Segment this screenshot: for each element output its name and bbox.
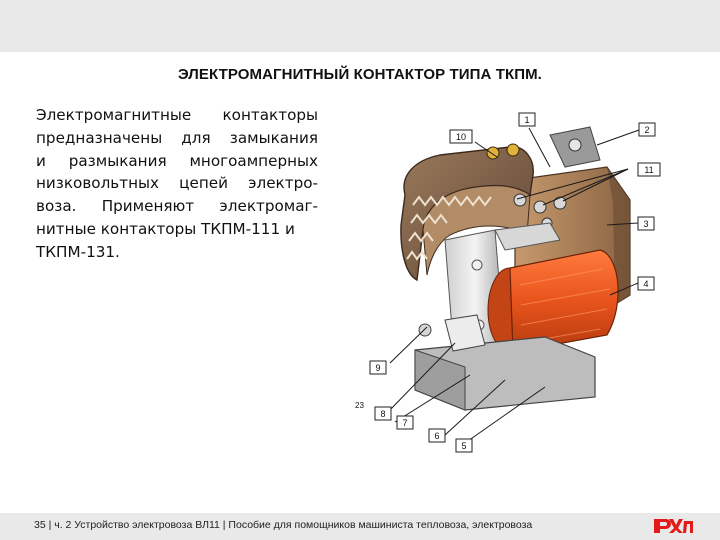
terminal-screw <box>554 197 566 209</box>
footer-caption: 35 | ч. 2 Устройство электровоза ВЛ11 | … <box>34 519 532 531</box>
coil <box>510 250 618 352</box>
header-band <box>0 0 720 52</box>
callout-6: 6 <box>434 431 439 441</box>
callout-3: 3 <box>643 219 648 229</box>
slide-title: ЭЛЕКТРОМАГНИТНЫЙ КОНТАКТОР ТИПА ТКПМ. <box>0 66 720 83</box>
contactor-illustration: 1 2 3 4 5 6 7 8 9 10 11 23 <box>345 105 690 470</box>
corner-label: 23 <box>355 401 364 410</box>
body-paragraph: Электромагнитные контакторы предназначен… <box>36 104 318 264</box>
body-line: ТКПМ-131. <box>36 241 318 264</box>
callout-2: 2 <box>644 125 649 135</box>
pivot-bolt <box>419 324 431 336</box>
body-line: предназначены для замыкания <box>36 127 318 150</box>
callout-5: 5 <box>461 441 466 451</box>
rzd-logo <box>652 515 696 537</box>
terminal-screw <box>534 201 546 213</box>
body-line: Электромагнитные контакторы <box>36 104 318 127</box>
callout-11: 11 <box>644 165 653 175</box>
terminal-screw <box>514 194 526 206</box>
callout-4: 4 <box>643 279 648 289</box>
body-line: и размыкания многоамперных <box>36 150 318 173</box>
body-line: нитные контакторы ТКПМ-111 и <box>36 218 318 241</box>
body-line: низковольтных цепей электро- <box>36 172 318 195</box>
callout-1: 1 <box>524 115 529 125</box>
callout-10: 10 <box>456 132 466 142</box>
callout-7: 7 <box>402 418 407 428</box>
callout-8: 8 <box>380 409 385 419</box>
body-line: воза. Применяют электромаг- <box>36 195 318 218</box>
terminal-screw <box>507 144 519 156</box>
callout-9: 9 <box>375 363 380 373</box>
armature-bolt <box>472 260 482 270</box>
bracket-hole <box>569 139 581 151</box>
terminal-screw <box>487 147 499 159</box>
